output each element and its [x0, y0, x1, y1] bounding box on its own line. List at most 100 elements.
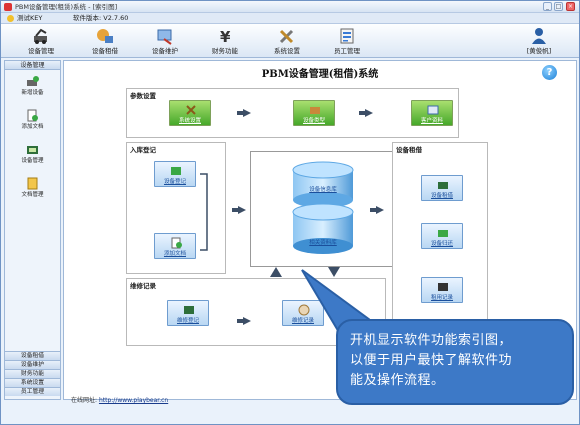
arrow-right: [243, 317, 251, 325]
sidebar-footer-settings[interactable]: 系统设置: [5, 378, 60, 387]
device-mgmt-icon: [27, 146, 38, 154]
button-label: 设备归还: [430, 241, 453, 247]
sidebar-item-device-mgmt[interactable]: 设备管理: [5, 143, 60, 172]
related-db-link[interactable]: 相关资料库: [309, 240, 337, 246]
return-icon: [438, 230, 448, 237]
device-return-button[interactable]: 设备归还: [421, 223, 463, 249]
toolbar-equipment-button[interactable]: 设备管理: [13, 26, 69, 56]
toolbar-lease-button[interactable]: 设备租借: [77, 26, 133, 56]
bracket-connector: [200, 173, 208, 251]
records-icon: [438, 283, 448, 291]
add-device-icon: [27, 76, 39, 86]
page-title: PBM设备管理(租借)系统: [261, 69, 379, 80]
customer-icon: [427, 105, 439, 115]
lease-icon: [97, 29, 113, 43]
svg-text:¥: ¥: [220, 28, 231, 45]
sidebar-item-doc-mgmt[interactable]: 文档管理: [5, 177, 60, 206]
repair-icon: [184, 306, 194, 314]
device-lease-button[interactable]: 设备租借: [421, 175, 463, 201]
staff-icon: [340, 28, 354, 44]
key-icon: [7, 15, 14, 22]
sidebar-header[interactable]: 设备管理: [5, 61, 60, 70]
toolbar-label: 设备管理: [28, 47, 54, 55]
callout-line: 开机显示软件功能索引图，: [350, 333, 513, 348]
version-label: 软件版本:: [73, 14, 102, 22]
arrow-up: [270, 267, 282, 277]
lease-panel: 设备租借 设备租借 设备归还 租用记录: [392, 142, 488, 320]
callout-line: 以便于用户最快了解软件功: [350, 353, 513, 368]
doc-mgmt-icon: [27, 177, 38, 190]
toolbar-finance-button[interactable]: ¥ 财务功能: [197, 26, 253, 56]
lease-icon: [438, 182, 448, 189]
add-doc-icon: [171, 237, 182, 249]
toolbar-label: 设备租借: [92, 47, 118, 55]
tools-icon: [186, 105, 196, 115]
arrow-stem: [237, 319, 243, 323]
user-icon: [532, 28, 546, 44]
toolbar-maintain-button[interactable]: 设备维护: [137, 26, 193, 56]
sidebar-item-add-device[interactable]: 新增设备: [5, 75, 60, 104]
customer-info-button[interactable]: 客户资料: [411, 100, 453, 126]
toolbar-label: 系统设置: [274, 47, 300, 55]
sidebar-footer-finance[interactable]: 财务功能: [5, 369, 60, 378]
version-value: V2.7.60: [103, 14, 129, 22]
panel-title: 入库登记: [130, 146, 156, 154]
title-bar: PBM设备管理(租赁)系统 - [索引图] _ □ ×: [1, 1, 579, 13]
toolbar-user-button[interactable]: [黄俊帆]: [511, 26, 567, 56]
arrow-stem: [237, 111, 243, 115]
sidebar-footer-lease[interactable]: 设备租借: [5, 351, 60, 360]
footer-url-link[interactable]: http://www.playbear.cn: [98, 397, 169, 404]
arrow-stem: [359, 111, 365, 115]
button-label: 添加文档: [163, 251, 186, 257]
toolbar: 设备管理 设备租借 设备维护 ¥ 财务功能 系统设置 员工管理 [黄俊帆]: [1, 24, 579, 58]
rental-records-button[interactable]: 租用记录: [421, 277, 463, 303]
toolbar-label: 财务功能: [212, 47, 238, 55]
maintain-icon: [157, 29, 172, 45]
sidebar: 设备管理 新增设备 添加文档 设备管理 文档管理 设备租借 设备维护 财务功能 …: [4, 60, 61, 400]
arrow-right: [238, 206, 246, 214]
register-icon: [171, 167, 181, 175]
callout-line: 能及操作流程。: [350, 373, 445, 388]
equipment-icon: [34, 28, 47, 44]
repair-register-button[interactable]: 维修登记: [167, 300, 209, 326]
button-label: 设备登记: [163, 179, 186, 185]
device-type-button[interactable]: 设备类型: [293, 100, 335, 126]
maximize-button[interactable]: □: [554, 2, 563, 11]
tools-icon: [279, 29, 294, 44]
arrow-right: [243, 109, 251, 117]
info-bar: 测试KEY 软件版本: V2.7.60: [1, 13, 579, 24]
button-label: 客户资料: [420, 118, 443, 124]
toolbar-staff-button[interactable]: 员工管理: [319, 26, 375, 56]
app-icon: [4, 3, 12, 11]
sidebar-item-label: 添加文档: [21, 124, 44, 130]
button-label: 租用记录: [430, 295, 453, 301]
arrow-down: [328, 267, 340, 277]
version-info: 软件版本: V2.7.60: [73, 13, 128, 24]
help-icon[interactable]: ?: [542, 65, 557, 80]
device-info-db-link[interactable]: 设备信息库: [309, 187, 337, 193]
arrow-right: [365, 109, 373, 117]
repair-records-button[interactable]: 维修记录: [282, 300, 324, 326]
button-label: 设备租借: [430, 193, 453, 199]
sidebar-footer-maintain[interactable]: 设备维护: [5, 360, 60, 369]
add-document-button[interactable]: 添加文档: [154, 233, 196, 259]
minimize-button[interactable]: _: [543, 2, 552, 11]
button-label: 维修记录: [291, 318, 314, 324]
sidebar-item-label: 新增设备: [21, 90, 44, 96]
sidebar-item-add-doc[interactable]: 添加文档: [5, 109, 60, 138]
sidebar-footer-staff[interactable]: 员工管理: [5, 387, 60, 396]
arrow-stem: [370, 208, 376, 212]
button-label: 设备类型: [302, 118, 325, 124]
button-label: 系统设置: [178, 118, 201, 124]
toolbar-settings-button[interactable]: 系统设置: [259, 26, 315, 56]
device-register-button[interactable]: 设备登记: [154, 161, 196, 187]
close-button[interactable]: ×: [566, 2, 575, 11]
yen-icon: ¥: [220, 28, 231, 45]
system-settings-button[interactable]: 系统设置: [169, 100, 211, 126]
arrow-stem: [232, 208, 238, 212]
wrench-icon: [298, 304, 310, 316]
toolbar-label: [黄俊帆]: [526, 47, 552, 55]
panel-title: 参数设置: [130, 92, 156, 100]
window-title: PBM设备管理(租赁)系统 - [索引图]: [15, 3, 118, 11]
inbound-panel: 入库登记 设备登记 添加文档: [126, 142, 226, 274]
